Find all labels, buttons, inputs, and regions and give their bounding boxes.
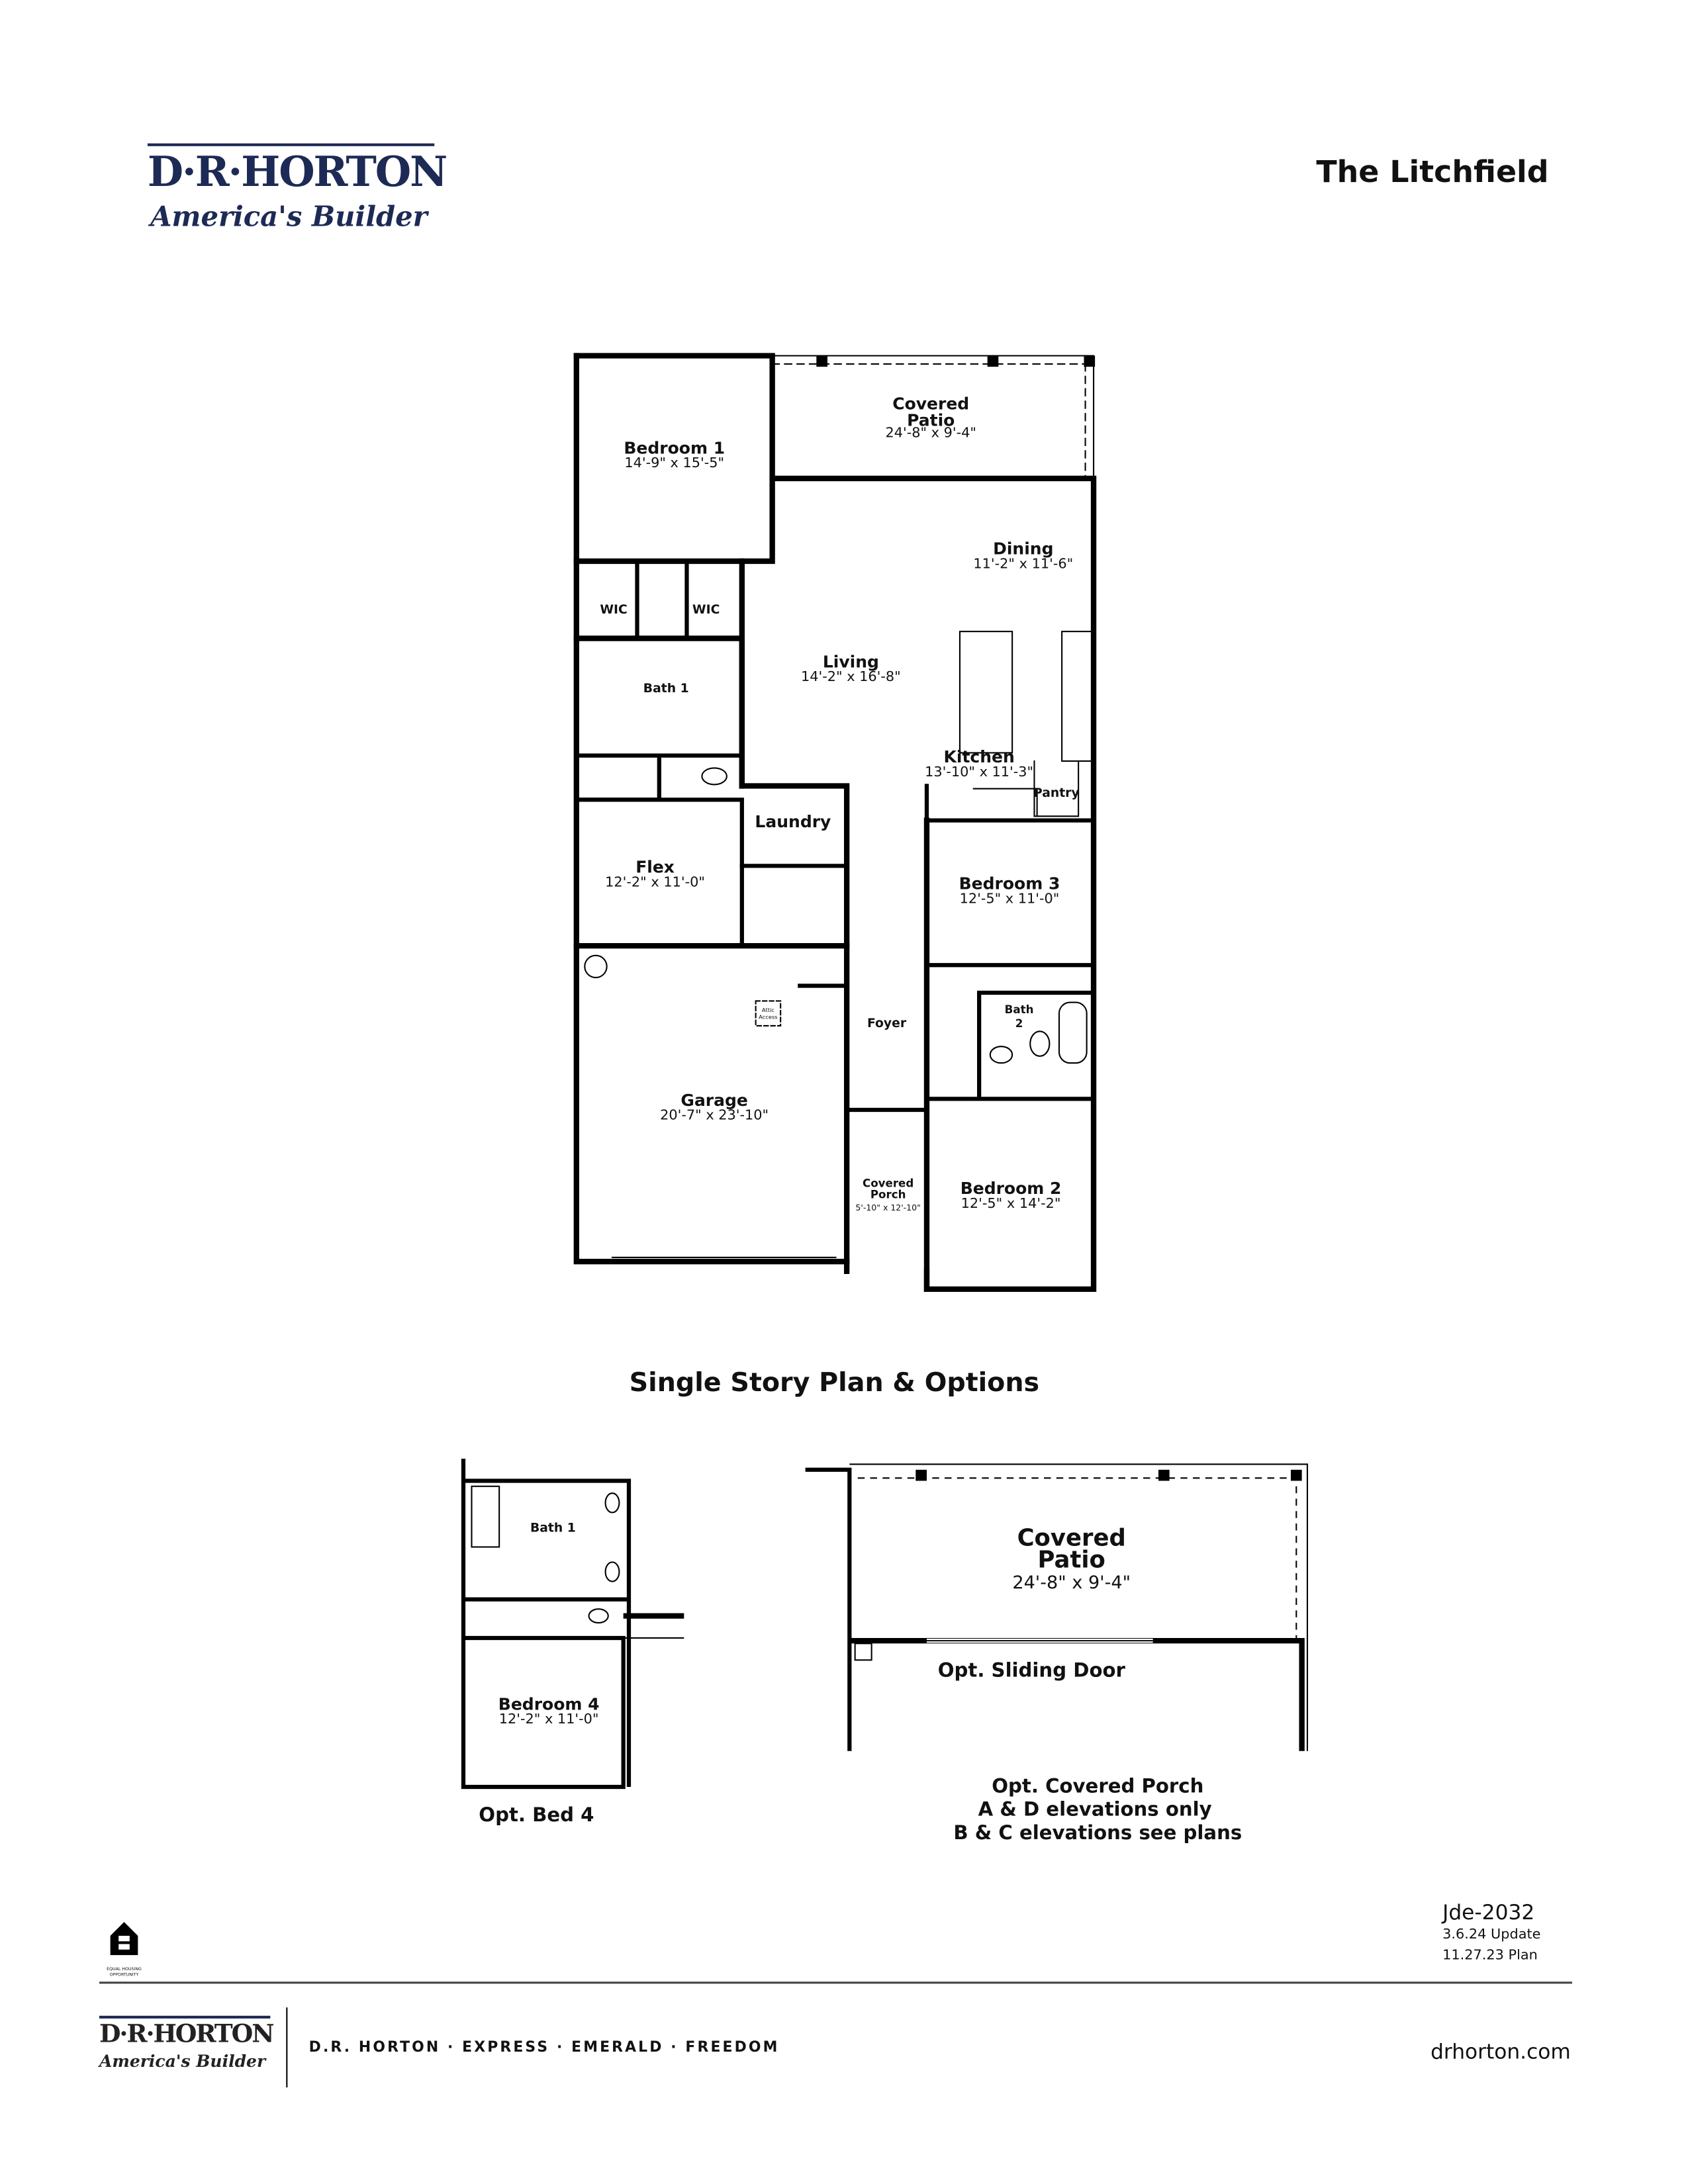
room-garage: Garage [680,1090,748,1111]
dims-bedroom-2: 12'-5" x 14'-2" [961,1197,1061,1212]
opt-porch-note-1: Opt. Covered Porch [992,1776,1204,1798]
brand-logo: D·R·HORTON America's Builder [147,143,447,232]
label-bath-1: Bath 1 [643,682,689,697]
plan-title: The Litchfield [1316,156,1549,191]
room-bedroom-3: Bedroom 3 [959,874,1060,893]
dims-flex: 12'-2" x 11'-0" [605,875,705,891]
opt-bed4-bath-label: Bath 1 [530,1522,576,1536]
opt-bed4-dims: 12'-2" x 11'-0" [498,1712,599,1728]
opt-bed4-drawing [461,1459,684,1790]
room-dining: Dining [993,539,1054,559]
opt-bed4-room: Bedroom 4 [498,1694,600,1714]
room-flex: Flex [635,857,675,877]
website-link[interactable]: drhorton.com [1430,2039,1571,2064]
update-date: 3.6.24 Update [1442,1927,1541,1943]
dims-kitchen: 13'-10" x 11'-3" [925,765,1034,781]
dims-living: 14'-2" x 16'-8" [801,670,901,686]
plan-code: Jde-2032 [1442,1899,1535,1925]
room-living: Living [822,652,879,672]
footer-brand-logo: D·R·HORTON America's Builder [99,2015,279,2071]
label-wic-right: WIC [692,604,720,618]
opt-bed4-caption: Opt. Bed 4 [479,1805,594,1827]
label-foyer: Foyer [867,1017,907,1032]
dims-garage: 20'-7" x 23'-10" [660,1108,769,1124]
label-wic-left: WIC [600,604,628,618]
dims-covered-patio: 24'-8" x 9'-4" [885,426,976,441]
equal-housing-icon [110,1922,138,1956]
dims-bedroom-3: 12'-5" x 11'-0" [959,891,1060,907]
opt-patio-dims: 24'-8" x 9'-4" [1012,1573,1131,1594]
opt-patio-drawing [805,1463,1309,1751]
room-bedroom-2: Bedroom 2 [960,1179,1062,1199]
label-bath-2: Bath 2 [1004,1003,1034,1030]
opt-porch-note-2: A & D elevations only [978,1799,1212,1822]
footer-brands: D.R. HORTON · EXPRESS · EMERALD · FREEDO… [308,2039,780,2056]
label-laundry: Laundry [755,812,831,832]
dims-covered-porch: 5'-10" x 12'-10" [855,1203,921,1214]
label-pantry: Pantry [1033,787,1080,801]
equal-housing-logo: EQUAL HOUSING OPPORTUNITY [102,1919,146,1977]
opt-sliding-door-label: Opt. Sliding Door [937,1660,1125,1682]
room-bedroom-1: Bedroom 1 [624,438,726,458]
opt-patio-room: Covered Patio [1017,1525,1126,1575]
dims-dining: 11'-2" x 11'-6" [973,557,1074,572]
plan-date: 11.27.23 Plan [1442,1948,1538,1964]
label-attic-access: Attic Access [759,1006,778,1021]
plan-caption: Single Story Plan & Options [629,1367,1040,1398]
room-covered-porch: Covered Porch [862,1177,914,1201]
opt-porch-note-3: B & C elevations see plans [953,1823,1243,1845]
room-covered-patio: Covered Patio [892,394,970,430]
room-kitchen: Kitchen [943,747,1015,767]
dims-bedroom-1: 14'-9" x 15'-5" [624,456,725,472]
